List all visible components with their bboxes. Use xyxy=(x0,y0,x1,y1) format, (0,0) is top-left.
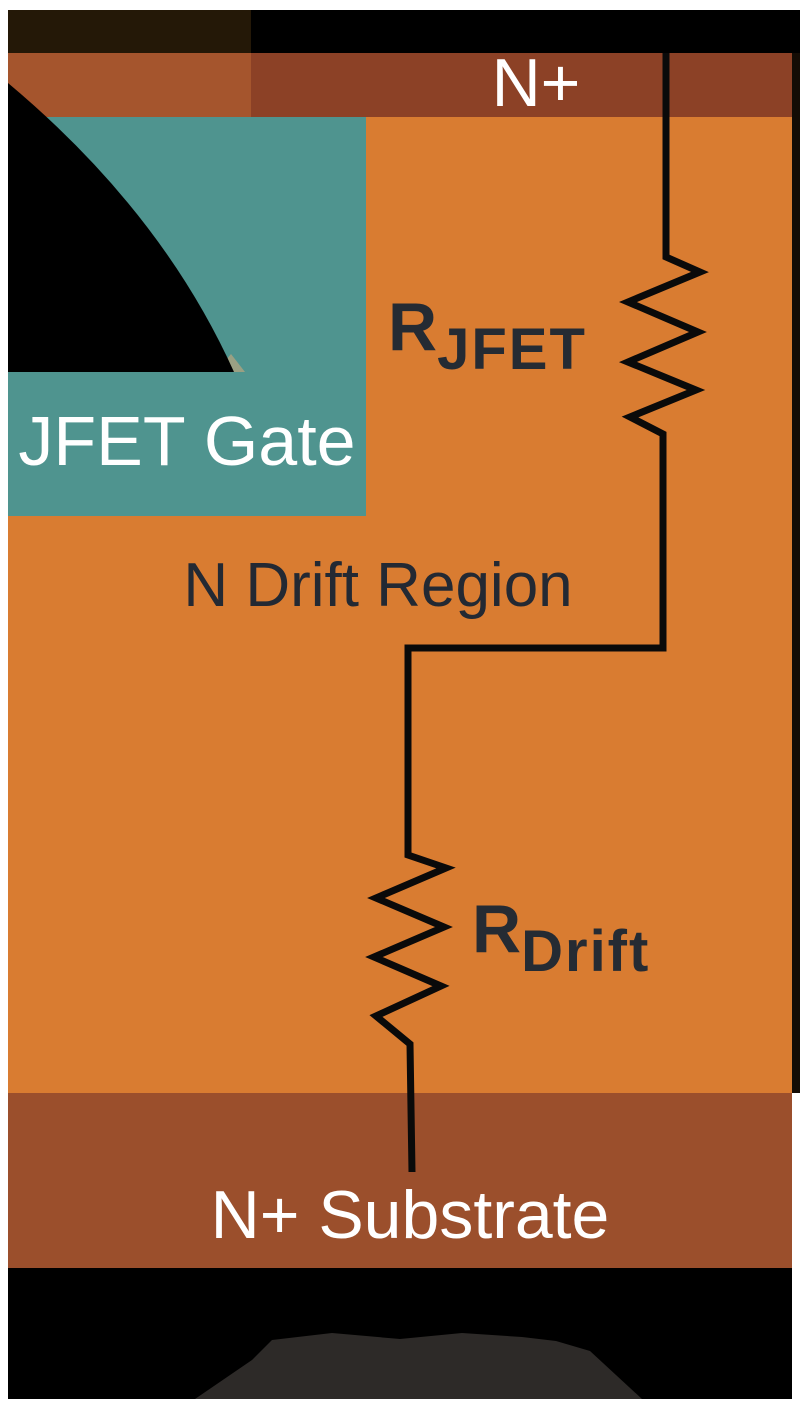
n-drift-region-label: N Drift Region xyxy=(183,551,573,620)
top-metal-bar-left xyxy=(8,10,251,53)
right-edge-border xyxy=(792,53,800,1093)
rdrift-subscript: Drift xyxy=(521,918,651,984)
rdrift-resistor-label: RDrift xyxy=(472,890,650,984)
rdrift-symbol: R xyxy=(472,891,522,967)
top-metal-bar-right xyxy=(251,10,800,53)
nplus-contact-label: N+ xyxy=(491,45,581,121)
rjfet-symbol: R xyxy=(388,289,438,365)
nplus-source-band-left xyxy=(8,53,251,117)
jfet-gate-label: JFET Gate xyxy=(18,402,356,480)
nplus-substrate-label: N+ Substrate xyxy=(210,1177,610,1253)
bottom-metal-bar xyxy=(8,1268,792,1399)
rjfet-resistor-label: RJFET xyxy=(388,288,587,382)
rjfet-subscript: JFET xyxy=(437,316,587,382)
